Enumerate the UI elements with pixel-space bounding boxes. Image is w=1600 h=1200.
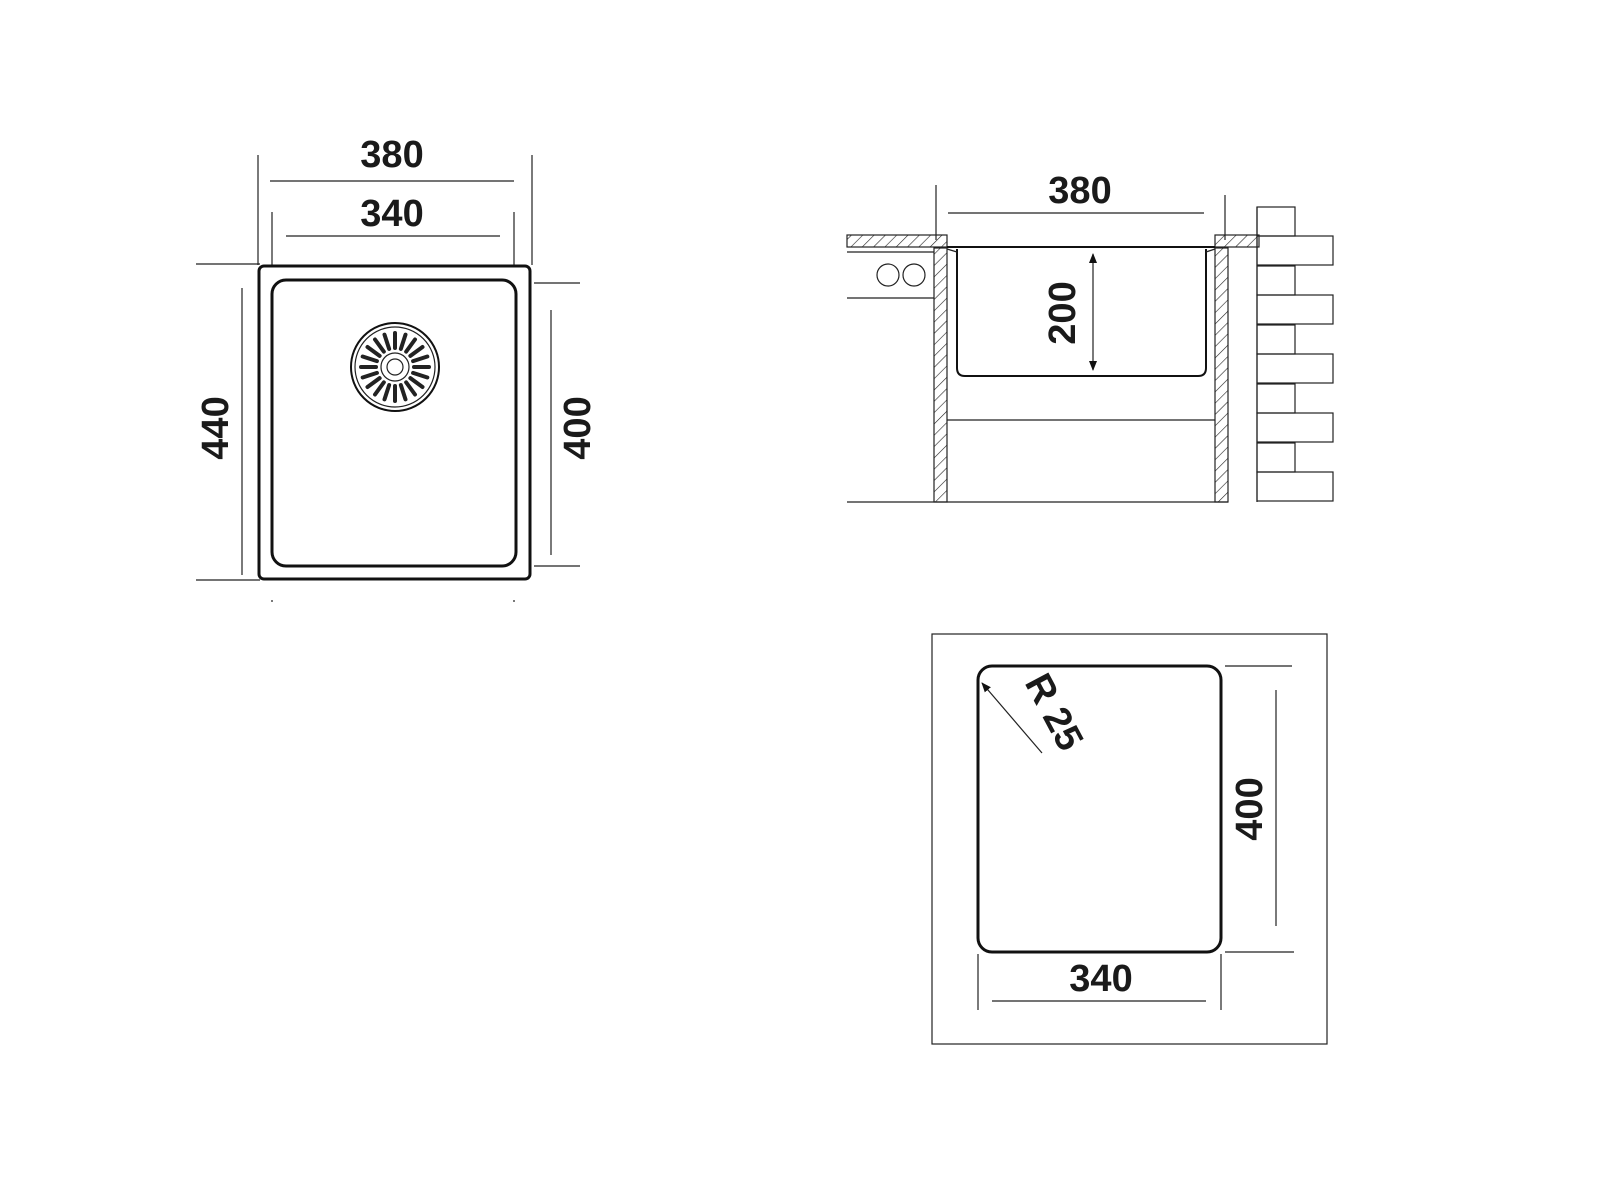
cutout-view: R 25 400 340: [931, 633, 1328, 1045]
drain-slot: [408, 376, 425, 389]
brick: [1256, 324, 1296, 355]
drain-slot: [404, 337, 417, 354]
drain-slot: [408, 345, 425, 358]
drain-slot: [365, 345, 382, 358]
drain-slot: [365, 376, 382, 389]
drain-slot: [404, 380, 417, 397]
depth-label: 200: [1042, 281, 1084, 344]
brick: [1256, 412, 1334, 443]
brick: [1256, 235, 1334, 266]
drain-slot: [360, 370, 379, 380]
drain-strainer: [350, 322, 440, 412]
top-view: 380 340 440 400: [195, 134, 599, 602]
outer-width-label: 380: [360, 134, 423, 176]
side-view: 380 200: [846, 170, 1334, 503]
drain-slot: [360, 354, 379, 364]
brick-wall: [1256, 206, 1334, 502]
countertop-left: [846, 234, 948, 248]
brick: [1256, 206, 1296, 237]
drain-slot: [373, 337, 386, 354]
inner-width-label: 340: [360, 193, 423, 235]
drain-slot: [373, 380, 386, 397]
cutout-outline: [976, 664, 1223, 954]
cabinet-wall-left: [933, 247, 948, 503]
cut-height-label: 400: [1229, 777, 1271, 840]
inner-height-label: 400: [557, 396, 599, 459]
radius-label: R 25: [1016, 667, 1091, 758]
sink-bowl: [270, 278, 518, 568]
drain-slot: [411, 370, 430, 380]
cabinet-wall-right: [1214, 247, 1229, 503]
sink-outer-rim: [257, 264, 532, 581]
drain-slot: [382, 332, 392, 351]
drain-slot: [398, 383, 408, 402]
outer-height-label: 440: [195, 396, 237, 459]
brick: [1256, 383, 1296, 414]
brick: [1256, 294, 1334, 325]
drain-slot: [382, 383, 392, 402]
brick: [1256, 265, 1296, 296]
sink-bowl-section: [956, 249, 1207, 377]
brick: [1256, 471, 1334, 502]
radius-leader: [981, 682, 1043, 754]
countertop-right: [1214, 234, 1260, 248]
brick: [1256, 442, 1296, 473]
side-width-label: 380: [1048, 170, 1111, 212]
drain-slot: [398, 332, 408, 351]
brick: [1256, 353, 1334, 384]
countertop-outline: [931, 633, 1328, 1045]
drain-slot: [411, 354, 430, 364]
knob-icon: [902, 263, 926, 287]
knob-icon: [876, 263, 900, 287]
cut-width-label: 340: [1069, 958, 1132, 1000]
